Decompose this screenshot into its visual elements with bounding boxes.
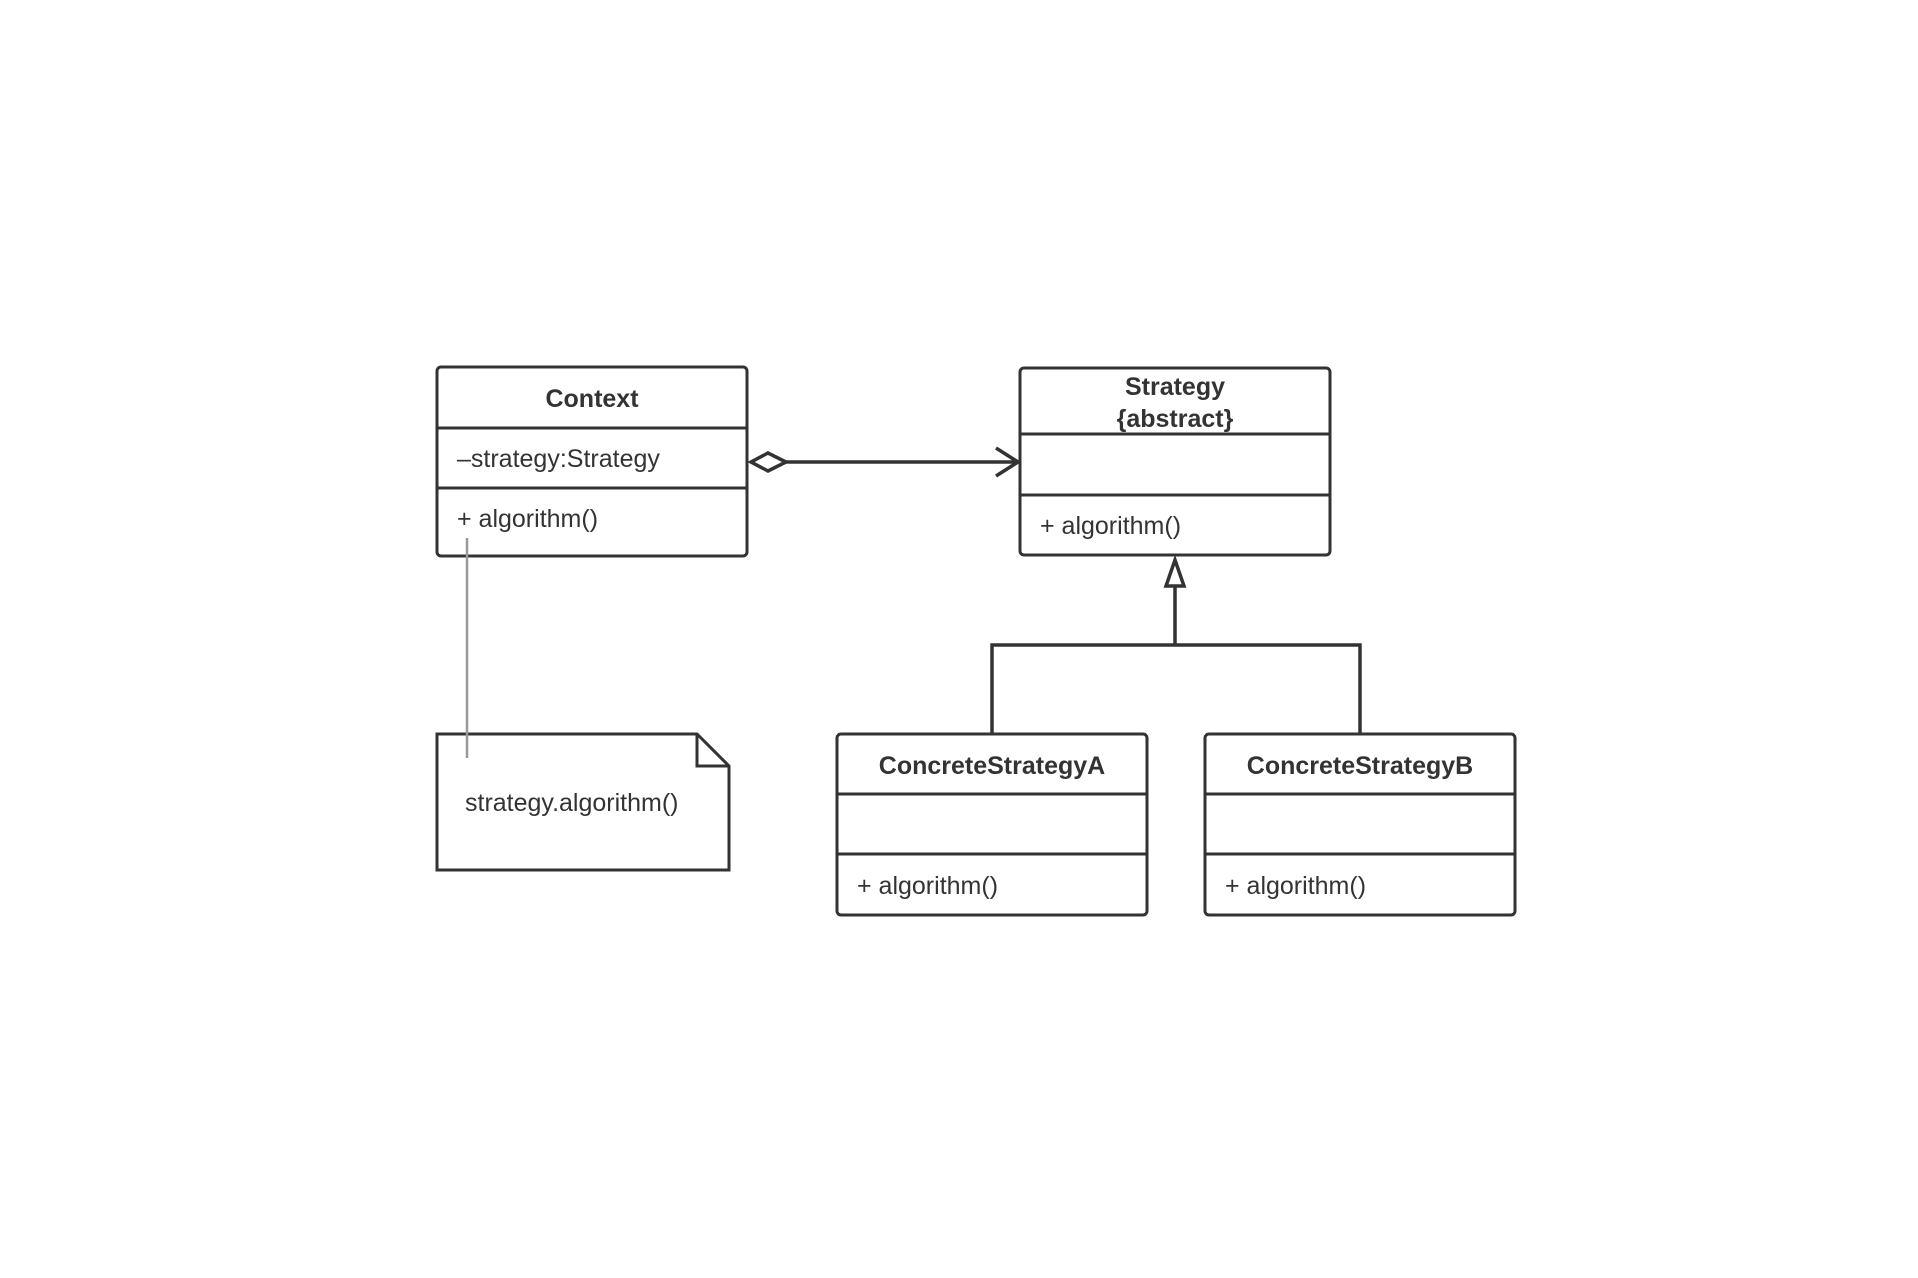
note-shape (435, 732, 731, 872)
note-text: strategy.algorithm() (465, 789, 679, 817)
class-strategy-operation: + algorithm() (1040, 512, 1181, 540)
navigability-arrowhead-icon (995, 446, 1022, 478)
class-strategy-stereotype: {abstract} (1117, 405, 1234, 433)
class-concrete-strategy-b-name: ConcreteStrategyB (1247, 752, 1473, 780)
aggregation-association (747, 446, 1022, 478)
class-concrete-strategy-a-operation: + algorithm() (857, 872, 998, 900)
class-context-attribute: –strategy:Strategy (457, 445, 660, 473)
generalization-branch-line (990, 643, 1362, 734)
class-concrete-strategy-b-operation: + algorithm() (1225, 872, 1366, 900)
class-context-box (435, 365, 749, 558)
note-folded-corner (695, 734, 729, 768)
class-context-name: Context (545, 385, 639, 413)
class-concrete-strategy-a[interactable]: ConcreteStrategyA + algorithm() (835, 732, 1149, 917)
generalization (990, 554, 1362, 734)
class-context[interactable]: Context –strategy:Strategy + algorithm() (435, 365, 749, 558)
class-context-operation: + algorithm() (457, 505, 598, 533)
class-strategy[interactable]: Strategy {abstract} + algorithm() (1018, 366, 1332, 557)
inheritance-triangle-icon (1163, 554, 1187, 588)
note[interactable]: strategy.algorithm() (435, 732, 731, 872)
class-concrete-strategy-b[interactable]: ConcreteStrategyB + algorithm() (1203, 732, 1517, 917)
class-concrete-strategy-a-name: ConcreteStrategyA (879, 752, 1105, 780)
aggregation-diamond-icon (747, 451, 790, 473)
class-strategy-name: Strategy (1125, 373, 1225, 401)
